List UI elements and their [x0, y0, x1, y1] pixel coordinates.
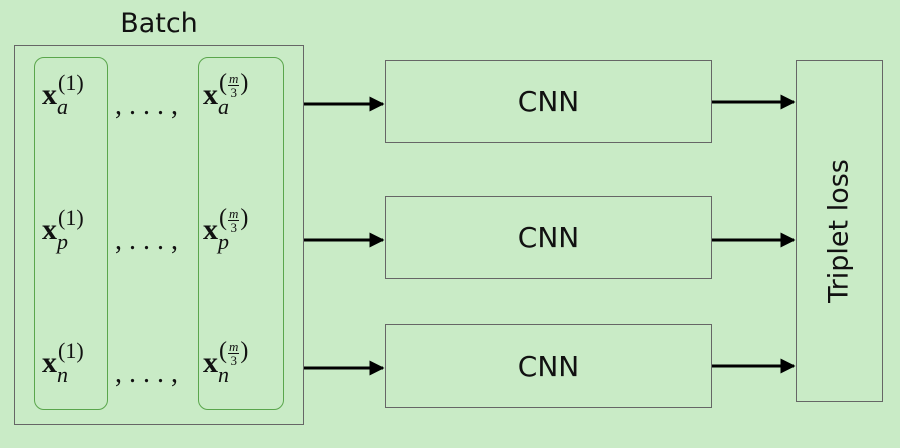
cnn-box-negative: CNN — [385, 324, 712, 408]
cnn-box-positive: CNN — [385, 196, 712, 279]
anchor-first-sample: xa(1) — [42, 70, 84, 119]
cnn-box-anchor: CNN — [385, 60, 712, 143]
negative-ellipsis: , . . . , — [115, 358, 178, 389]
positive-first-sample: xp(1) — [42, 205, 84, 254]
batch-box — [14, 45, 304, 425]
triplet-loss-box — [796, 60, 883, 402]
first-sample-column — [34, 57, 108, 410]
batch-title: Batch — [120, 8, 198, 39]
last-sample-column — [198, 57, 284, 410]
anchor-ellipsis: , . . . , — [115, 90, 178, 121]
positive-ellipsis: , . . . , — [115, 225, 178, 256]
negative-first-sample: xn(1) — [42, 338, 84, 387]
